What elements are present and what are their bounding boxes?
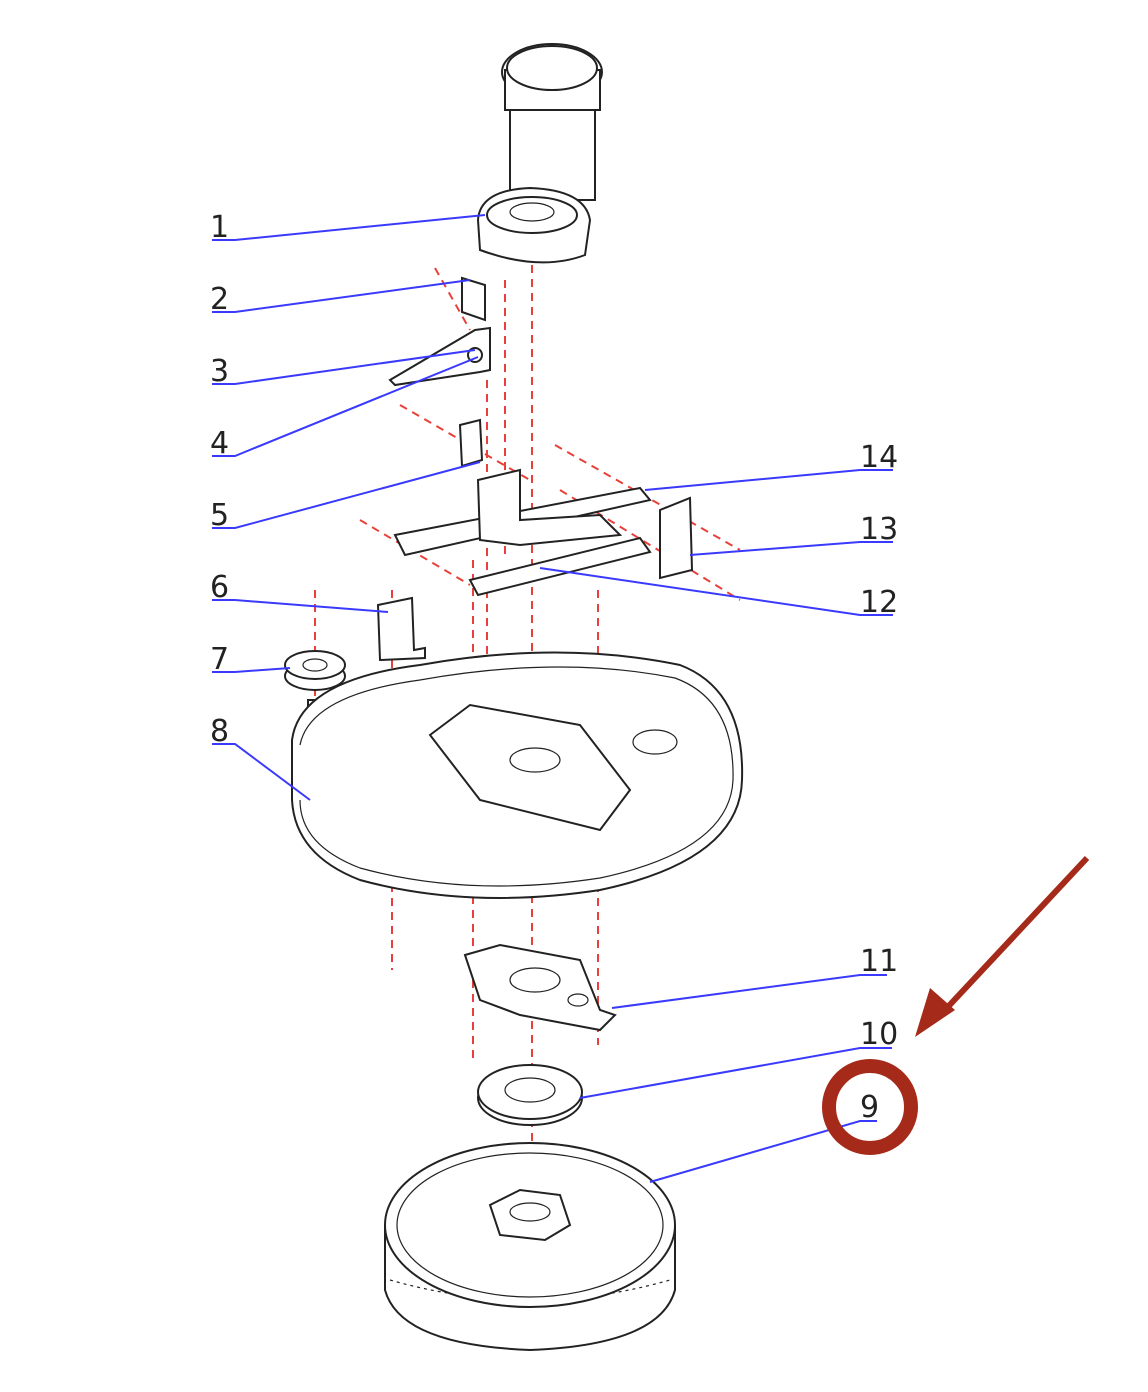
callout-5: 5 <box>210 498 229 533</box>
callouts: 1 2 3 4 5 6 7 8 9 10 11 12 13 14 <box>210 210 898 1125</box>
leader-lines <box>212 214 893 1183</box>
callout-11: 11 <box>860 944 898 979</box>
callout-1: 1 <box>210 210 229 245</box>
highlight-circle <box>822 1059 918 1155</box>
arrow-head-icon <box>915 988 955 1037</box>
callout-14: 14 <box>860 440 898 475</box>
callout-3: 3 <box>210 354 229 389</box>
callout-10: 10 <box>860 1017 898 1052</box>
callout-9: 9 <box>860 1090 879 1125</box>
callout-12: 12 <box>860 585 898 620</box>
callout-13: 13 <box>860 512 898 547</box>
callout-8: 8 <box>210 714 229 749</box>
brush <box>384 1142 676 1352</box>
callout-6: 6 <box>210 570 229 605</box>
callout-4: 4 <box>210 426 229 461</box>
brackets <box>388 276 491 468</box>
callout-7: 7 <box>210 642 229 677</box>
callout-2: 2 <box>210 282 229 317</box>
drive-plate <box>463 943 617 1032</box>
bearing-part <box>284 650 346 719</box>
frame-assembly <box>376 468 694 662</box>
base-deck <box>291 651 744 899</box>
pad-driver <box>477 1064 583 1126</box>
highlight-annotation <box>822 855 1090 1155</box>
motor-assembly <box>476 43 603 264</box>
